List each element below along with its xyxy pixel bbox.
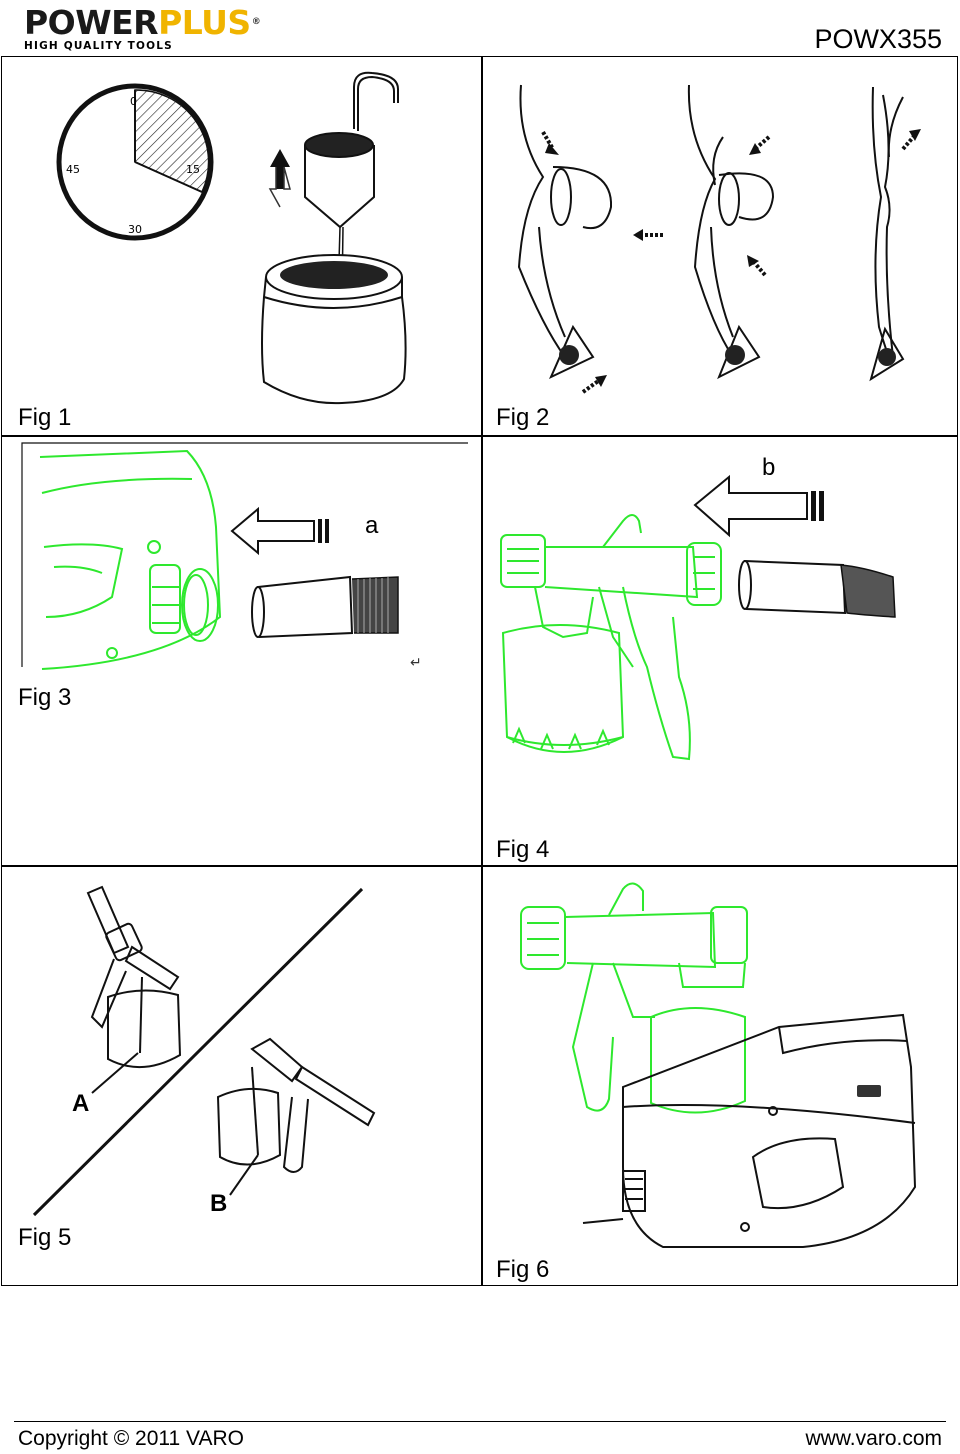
callout-b: b xyxy=(762,454,776,481)
figure-3-illustration: ↵ xyxy=(21,442,468,671)
figure-5-panel: A B Fig 5 xyxy=(2,867,480,1285)
figure-1-panel: 0 15 30 45 Fig 1 xyxy=(2,57,480,434)
insert-arrow-icon xyxy=(693,474,824,538)
clock-tick-0: 0 xyxy=(130,95,137,108)
strap-loop-step-1-icon xyxy=(517,84,613,380)
timer-clock-icon: 0 15 30 45 xyxy=(56,83,214,241)
footer-website-link[interactable]: www.varo.com xyxy=(805,1427,942,1450)
footer-rule xyxy=(14,1421,946,1422)
callout-B: B xyxy=(210,1190,228,1217)
svg-text:↵: ↵ xyxy=(410,655,422,671)
spray-gun-tilted-icon xyxy=(216,1037,376,1173)
clock-tick-30: 30 xyxy=(128,223,142,236)
grid-divider-vertical xyxy=(481,56,483,1286)
logo-wordmark: POWERPLUS® xyxy=(24,6,299,39)
air-hose-icon xyxy=(251,575,399,639)
spray-gun-tilted-icon xyxy=(86,885,182,1069)
figure-1-label: Fig 1 xyxy=(18,404,72,431)
figure-4-illustration xyxy=(500,474,896,761)
figure-2-illustration xyxy=(517,84,921,394)
grid-divider-row1 xyxy=(1,435,958,437)
figure-5-illustration xyxy=(32,885,376,1217)
figure-6-label: Fig 6 xyxy=(496,1256,550,1283)
figure-3-label: Fig 3 xyxy=(18,684,72,711)
figure-1-illustration: 0 15 30 45 xyxy=(56,71,407,405)
figure-2-label: Fig 2 xyxy=(496,404,550,431)
figure-4-panel: b Fig 4 xyxy=(483,437,958,864)
grid-divider-row2 xyxy=(1,865,958,867)
spray-gun-outline-icon xyxy=(520,882,748,1114)
figure-4-label: Fig 4 xyxy=(496,836,550,863)
figure-6-panel: Fig 6 xyxy=(483,867,958,1285)
figure-6-illustration xyxy=(520,882,917,1248)
figure-grid xyxy=(1,56,958,1286)
up-down-arrow-icon xyxy=(268,149,291,208)
strap-loop-step-3-icon xyxy=(869,86,905,382)
logo-registered-mark: ® xyxy=(251,17,261,27)
sprayer-base-outline-icon xyxy=(39,449,222,670)
strap-loop-step-2-icon xyxy=(687,84,775,380)
sprayer-base-unit-icon xyxy=(582,1013,917,1248)
clock-tick-45: 45 xyxy=(66,163,80,176)
insert-arrow-icon xyxy=(230,506,329,556)
model-number: POWX355 xyxy=(814,24,942,54)
logo-tagline: HIGH QUALITY TOOLS xyxy=(24,40,173,52)
clock-tick-15: 15 xyxy=(186,163,200,176)
air-hose-icon xyxy=(738,559,896,618)
figure-2-panel: Fig 2 xyxy=(483,57,958,434)
callout-A: A xyxy=(72,1090,90,1117)
brand-logo: POWERPLUS® HIGH QUALITY TOOLS xyxy=(24,6,299,52)
footer-copyright: Copyright © 2011 VARO xyxy=(18,1427,244,1450)
viscosity-cup-icon xyxy=(261,71,407,405)
spray-gun-outline-icon xyxy=(500,514,722,761)
figure-5-label: Fig 5 xyxy=(18,1224,72,1251)
logo-word-power: POWER xyxy=(24,3,159,42)
logo-word-plus: PLUS xyxy=(158,3,251,42)
callout-a: a xyxy=(365,512,379,539)
figure-3-panel: ↵ a Fig 3 xyxy=(2,437,480,864)
